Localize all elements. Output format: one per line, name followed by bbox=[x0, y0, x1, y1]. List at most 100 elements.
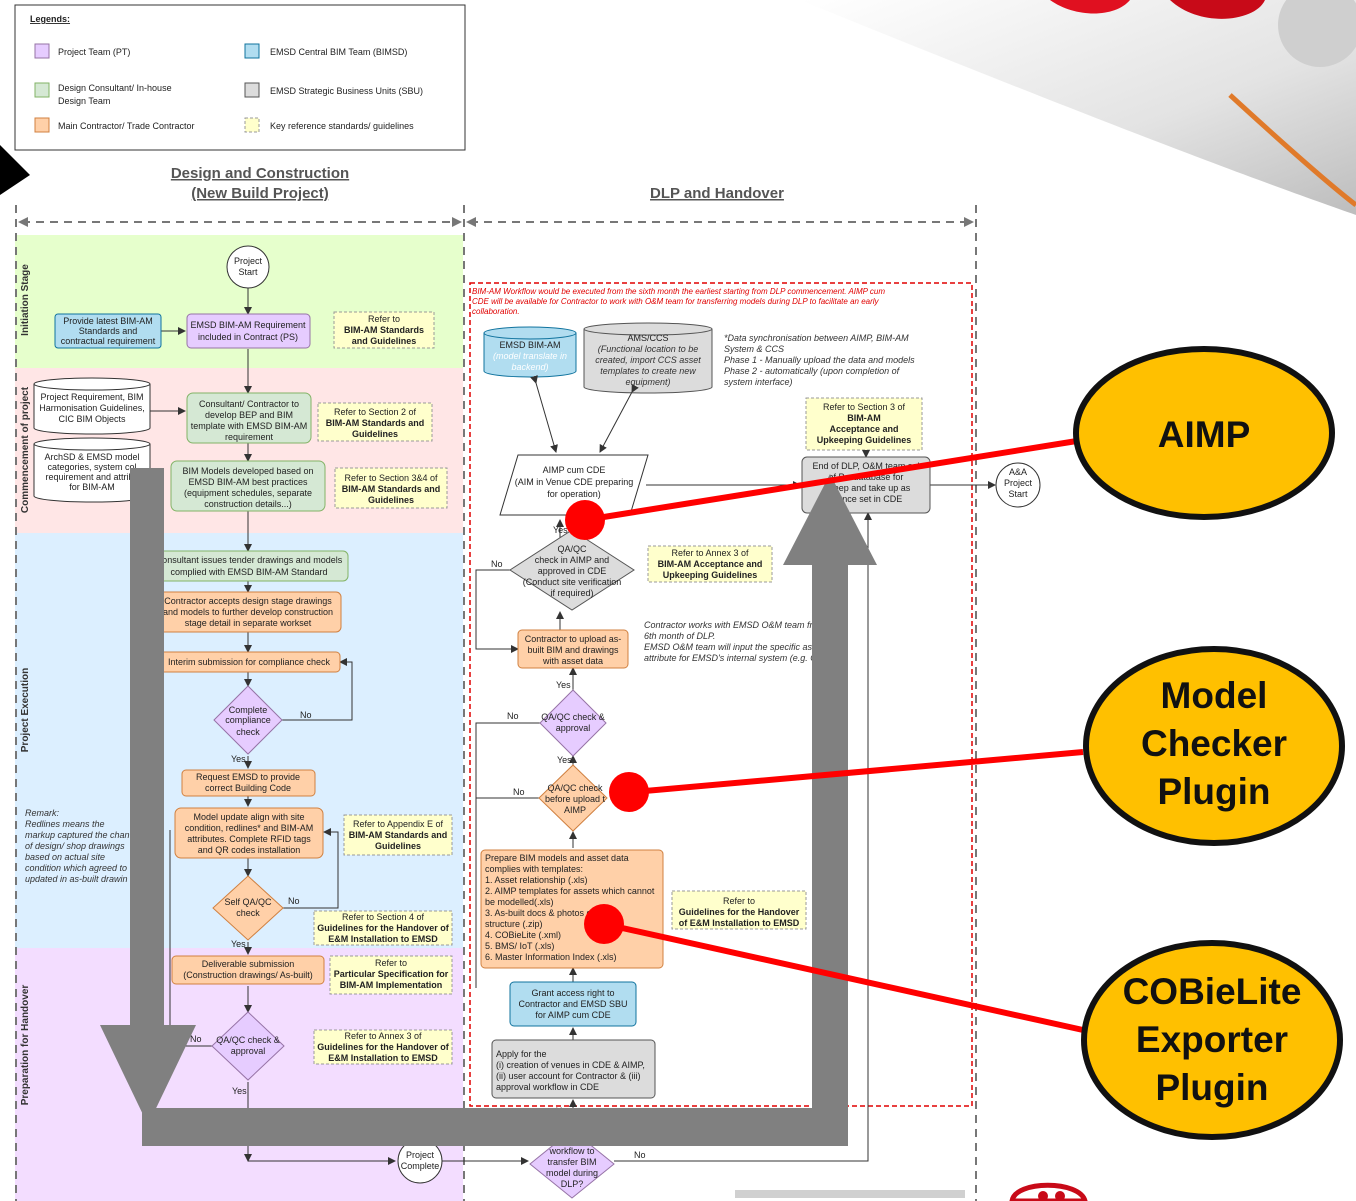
svg-text:DLP?: DLP? bbox=[561, 1179, 584, 1189]
svg-text:and models to further develop: and models to further develop constructi… bbox=[163, 607, 333, 617]
svg-text:Self QA/QC: Self QA/QC bbox=[224, 897, 272, 907]
svg-text:check in AIMP and: check in AIMP and bbox=[535, 555, 609, 565]
svg-text:Provide latest BIM-AM: Provide latest BIM-AM bbox=[63, 316, 153, 326]
svg-text:Deliverable submission: Deliverable submission bbox=[202, 959, 295, 969]
label-no-transfer: No bbox=[634, 1150, 646, 1160]
svg-text:(i) creation of venues in CDE: (i) creation of venues in CDE & AIMP, bbox=[496, 1060, 645, 1070]
node-ref-particular: Refer to Particular Specification for BI… bbox=[329, 955, 453, 995]
label-no-qa-left: No bbox=[190, 1034, 202, 1044]
svg-text:(AIM in Venue CDE preparing: (AIM in Venue CDE preparing bbox=[515, 477, 634, 487]
svg-text:QA/QC check &: QA/QC check & bbox=[216, 1035, 280, 1045]
callout-model-checker: Model Checker Plugin bbox=[1083, 646, 1345, 846]
svg-text:(ii) user account for Contract: (ii) user account for Contractor & (iii) bbox=[496, 1071, 641, 1081]
svg-text:Checker: Checker bbox=[1141, 723, 1287, 764]
svg-text:Particular Specification for: Particular Specification for bbox=[334, 969, 449, 979]
lane-label-initiation: Initiation Stage bbox=[20, 264, 31, 336]
svg-text:template with EMSD BIM-AM: template with EMSD BIM-AM bbox=[191, 421, 308, 431]
svg-text:for operation): for operation) bbox=[547, 489, 601, 499]
node-emsd-bimam: EMSD BIM-AM (model translate in backend) bbox=[483, 326, 577, 378]
pointer-dot-cobielite bbox=[584, 904, 624, 944]
lane-label-handover: Preparation for Handover bbox=[20, 985, 31, 1106]
svg-text:Acceptance and: Acceptance and bbox=[829, 424, 898, 434]
svg-text:EMSD O&M team will input the s: EMSD O&M team will input the specific as bbox=[644, 642, 813, 652]
svg-text:EMSD BIM-AM Requirement: EMSD BIM-AM Requirement bbox=[190, 320, 306, 330]
svg-text:before upload t: before upload t bbox=[545, 794, 606, 804]
node-model-update: Model update align with site condition, … bbox=[174, 807, 324, 859]
svg-text:(Functional location to be: (Functional location to be bbox=[598, 344, 699, 354]
svg-text:approval workflow in CDE: approval workflow in CDE bbox=[496, 1082, 599, 1092]
svg-text:Start: Start bbox=[238, 267, 258, 277]
node-qa-approval-right: QA/QC check & approval bbox=[539, 689, 607, 757]
svg-text:Apply for the: Apply for the bbox=[496, 1049, 547, 1059]
node-ref-section2: Refer to Section 2 of BIM-AM Standards a… bbox=[317, 402, 433, 442]
svg-text:6th month of DLP.: 6th month of DLP. bbox=[644, 631, 715, 641]
node-consultant-issues: Consultant issues tender drawings and mo… bbox=[149, 550, 349, 582]
svg-text:Consultant/ Contractor to: Consultant/ Contractor to bbox=[199, 399, 299, 409]
node-request-code: Request EMSD to provide correct Building… bbox=[181, 769, 316, 797]
svg-text:AIMP cum CDE: AIMP cum CDE bbox=[543, 465, 606, 475]
svg-text:Prepare BIM models and asset d: Prepare BIM models and asset data bbox=[485, 853, 629, 863]
dlp-workflow-frame bbox=[469, 282, 973, 1107]
node-complete-check: Complete compliance check bbox=[213, 685, 283, 755]
svg-text:BIM-AM Standards and: BIM-AM Standards and bbox=[326, 418, 425, 428]
svg-text:workflow to: workflow to bbox=[548, 1146, 594, 1156]
svg-text:(Construction drawings/ As-bui: (Construction drawings/ As-built) bbox=[183, 970, 313, 980]
svg-text:for AIMP cum CDE: for AIMP cum CDE bbox=[535, 1010, 610, 1020]
svg-text:A&A: A&A bbox=[1009, 467, 1027, 477]
svg-text:5. BMS/ IoT (.xls): 5. BMS/ IoT (.xls) bbox=[485, 941, 554, 951]
node-qa-approval-left: QA/QC check & approval bbox=[211, 1011, 285, 1081]
legend-item-bimsd: EMSD Central BIM Team (BIMSD) bbox=[270, 47, 407, 57]
svg-text:QA/QC check &: QA/QC check & bbox=[541, 712, 605, 722]
svg-text:Refer to Section 2 of: Refer to Section 2 of bbox=[334, 407, 417, 417]
node-qa-before-upload: QA/QC check before upload t AIMP bbox=[538, 764, 608, 832]
svg-text:Refer to Section 3 of: Refer to Section 3 of bbox=[823, 402, 906, 412]
phase-dlp-title: DLP and Handover bbox=[650, 185, 784, 202]
svg-text:Refer to: Refer to bbox=[375, 958, 407, 968]
svg-text:compliance: compliance bbox=[225, 715, 271, 725]
svg-text:Model: Model bbox=[1161, 675, 1268, 716]
svg-text:Plugin: Plugin bbox=[1155, 1067, 1268, 1108]
svg-text:construction details...): construction details...) bbox=[204, 499, 292, 509]
svg-text:AIMP: AIMP bbox=[1158, 414, 1251, 455]
svg-text:Upkeeping Guidelines: Upkeeping Guidelines bbox=[663, 570, 758, 580]
callout-aimp: AIMP bbox=[1073, 346, 1335, 520]
node-bim-models: BIM Models developed based on EMSD BIM-A… bbox=[170, 460, 326, 512]
svg-text:6. Master Information Index (.: 6. Master Information Index (.xls) bbox=[485, 952, 617, 962]
node-ref-section3-accept: Refer to Section 3 of BIM-AM Acceptance … bbox=[805, 397, 923, 451]
svg-text:and Guidelines: and Guidelines bbox=[352, 336, 417, 346]
label-yes-aimp: Yes bbox=[553, 525, 568, 535]
svg-text:End of DLP, O&M team sel: End of DLP, O&M team sel bbox=[813, 461, 920, 471]
svg-text:requirement: requirement bbox=[225, 432, 274, 442]
node-contractor-accepts: Contractor accepts design stage drawings… bbox=[154, 591, 342, 633]
phase-design-title-2: (New Build Project) bbox=[191, 185, 329, 202]
svg-text:Complete: Complete bbox=[401, 1161, 440, 1171]
svg-text:with asset data: with asset data bbox=[542, 656, 603, 666]
node-contractor-works: Contractor works with EMSD O&M team fr 6… bbox=[644, 620, 817, 663]
svg-text:Contractor and EMSD SBU: Contractor and EMSD SBU bbox=[518, 999, 627, 1009]
svg-text:condition which agreed to: condition which agreed to bbox=[25, 863, 127, 873]
svg-text:be modelled(.xls): be modelled(.xls) bbox=[485, 897, 554, 907]
label-no-before-upload: No bbox=[513, 787, 525, 797]
right-connectors bbox=[442, 375, 996, 1165]
phase-dividers bbox=[15, 205, 977, 1201]
svg-text:Upkeeping Guidelines: Upkeeping Guidelines bbox=[817, 435, 912, 445]
node-ams-ccs: AMS/CCS (Functional location to be creat… bbox=[583, 322, 713, 394]
svg-text:1. Asset relationship (.xls): 1. Asset relationship (.xls) bbox=[485, 875, 588, 885]
svg-text:Refer to Section 3&4 of: Refer to Section 3&4 of bbox=[344, 473, 438, 483]
node-ref-standards: Refer to BIM-AM Standards and Guidelines bbox=[333, 311, 435, 349]
node-provide-latest: Provide latest BIM-AM Standards and cont… bbox=[54, 313, 162, 349]
node-ref-guidelines-handover: Refer to Guidelines for the Handover of … bbox=[671, 890, 807, 930]
svg-text:Standards and: Standards and bbox=[79, 326, 138, 336]
svg-text:created, import CCS asset: created, import CCS asset bbox=[595, 355, 701, 365]
node-emsd-requirement: EMSD BIM-AM Requirement included in Cont… bbox=[186, 313, 311, 349]
label-yes-before-upload: Yes bbox=[557, 755, 572, 765]
node-apply-for: Apply for the (i) creation of venues in … bbox=[491, 1039, 656, 1099]
svg-text:Guidelines: Guidelines bbox=[375, 841, 421, 851]
svg-text:CIC BIM Objects: CIC BIM Objects bbox=[58, 414, 126, 424]
svg-text:Refer to Annex 3 of: Refer to Annex 3 of bbox=[671, 548, 749, 558]
svg-text:Guidelines for the Handover of: Guidelines for the Handover of bbox=[317, 923, 450, 933]
node-ref-section34: Refer to Section 3&4 of BIM-AM Standards… bbox=[334, 467, 448, 509]
svg-text:...ance set in CDE: ...ance set in CDE bbox=[830, 494, 903, 504]
label-yes-complete: Yes bbox=[231, 754, 246, 764]
